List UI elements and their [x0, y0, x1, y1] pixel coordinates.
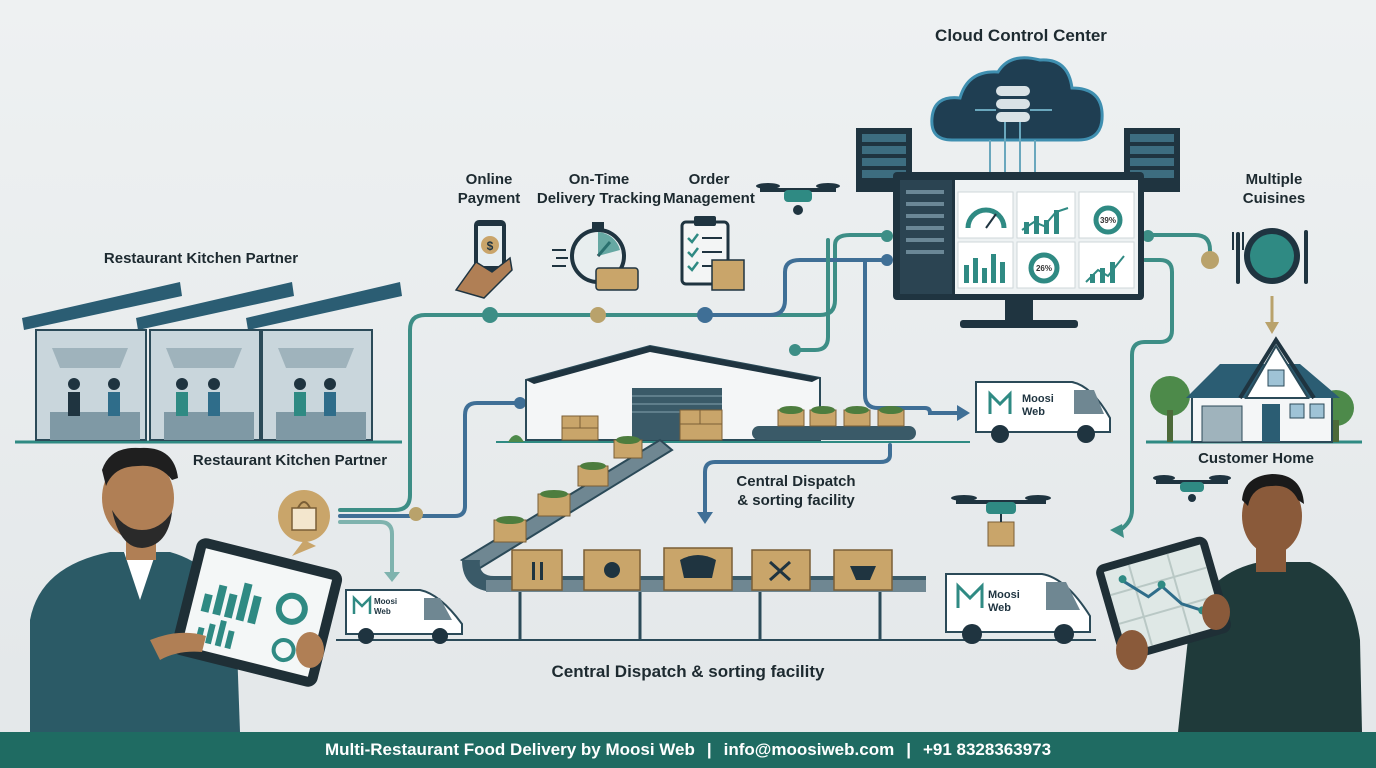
restaurant-kitchens	[15, 282, 402, 444]
arrow-dispatch	[697, 512, 713, 524]
label-dispatch-bottom: Central Dispatch & sorting facility	[551, 662, 825, 681]
stopwatch-icon	[552, 222, 639, 291]
van-right-brand-1: Moosi	[988, 589, 1020, 601]
van-left-brand-1: Moosi	[374, 597, 397, 606]
drone-icon-top	[756, 183, 840, 215]
label-online-payment: Online Payment	[457, 171, 521, 207]
footer-phone-link[interactable]: +91 8328363973	[922, 740, 1052, 759]
van-top-brand-2: Web	[1022, 406, 1045, 418]
connector-dots	[409, 230, 1219, 521]
line-teal-left-van	[338, 520, 394, 577]
label-delivery-tracking: On-Time Delivery Tracking	[536, 171, 662, 207]
label-dispatch-right: Central Dispatch & sorting facility	[736, 473, 856, 509]
dash-pct-b: 26%	[1036, 264, 1052, 273]
line-teal-main	[338, 233, 892, 512]
footer-separator-1: |	[706, 740, 712, 759]
footer-separator-2: |	[906, 740, 911, 759]
dash-pct-a: 39%	[1100, 216, 1116, 225]
line-blue-dispatch	[703, 443, 892, 517]
drone-icon-mid	[951, 495, 1051, 547]
label-multiple-cuisines: Multiple Cuisines	[1242, 171, 1306, 207]
footer-title: Multi-Restaurant Food Delivery by Moosi …	[324, 740, 695, 759]
van-left: Moosi Web	[345, 589, 463, 644]
drone-icon-right	[1153, 475, 1231, 502]
connector-lines	[338, 233, 1212, 577]
line-blue-upper	[703, 258, 892, 317]
van-left-brand-2: Web	[374, 607, 391, 616]
label-restaurant-top: Restaurant Kitchen Partner	[103, 250, 299, 267]
van-top: Moosi Web	[975, 381, 1111, 443]
van-top-brand-1: Moosi	[1022, 393, 1054, 405]
warehouse	[496, 344, 970, 443]
customer-person	[1096, 474, 1362, 732]
line-blue-van	[863, 258, 962, 415]
label-cloud-control-center: Cloud Control Center	[935, 26, 1107, 45]
shopping-bag-icon	[278, 490, 330, 556]
cuisines-icon	[1232, 228, 1308, 334]
line-teal-cuisines	[1146, 233, 1212, 264]
conveyor-belt	[336, 436, 1096, 641]
customer-home	[1146, 336, 1362, 444]
clipboard-icon	[680, 216, 745, 291]
restaurant-manager-person	[30, 447, 343, 732]
line-blue-main	[338, 401, 522, 518]
payment-phone-icon: $	[454, 220, 513, 299]
van-right: Moosi Web	[945, 573, 1091, 644]
label-order-management: Order Management	[663, 171, 755, 207]
footer-bar: Multi-Restaurant Food Delivery by Moosi …	[0, 732, 1376, 768]
svg-text:$: $	[487, 239, 494, 253]
van-right-brand-2: Web	[988, 602, 1011, 614]
label-customer-home: Customer Home	[1198, 450, 1314, 467]
monitor-dashboard: 39% 26%	[893, 172, 1144, 328]
label-restaurant-bottom: Restaurant Kitchen Partner	[192, 452, 388, 469]
footer-email-link[interactable]: info@moosiweb.com	[723, 740, 895, 759]
arrow-van-right	[957, 405, 970, 421]
arrow-customer	[1110, 524, 1124, 538]
line-teal-customer	[1118, 258, 1174, 532]
arrow-left-van	[384, 572, 400, 582]
cloud-icon	[930, 56, 1104, 175]
line-teal-warehouse	[793, 238, 830, 352]
